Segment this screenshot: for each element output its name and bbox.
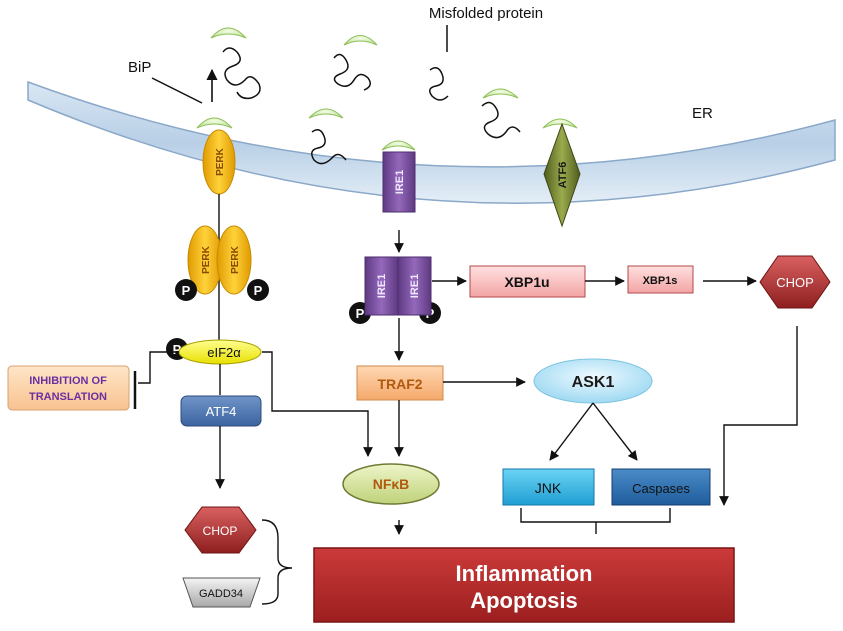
chop-left-hexagon bbox=[184, 506, 257, 554]
ire1-dimer-left bbox=[364, 256, 399, 316]
inhibition-box bbox=[7, 365, 130, 411]
atf4-box bbox=[180, 395, 262, 427]
nfkb-label: NFκB bbox=[373, 476, 410, 492]
atf6-label: ATF6 bbox=[557, 162, 569, 189]
inhibition-label-line2: TRANSLATION bbox=[29, 391, 107, 403]
perk-dimer-right bbox=[216, 225, 252, 295]
caspases-box bbox=[611, 468, 711, 506]
phospho-perk-left: P bbox=[182, 283, 191, 298]
xbp1u-box bbox=[469, 265, 586, 298]
er-label: ER bbox=[692, 105, 713, 122]
phospho-perk-right: P bbox=[254, 283, 263, 298]
atf6-receptor bbox=[543, 122, 581, 228]
chop-right-label: CHOP bbox=[776, 275, 814, 290]
ask1-label: ASK1 bbox=[572, 374, 615, 391]
xbp1u-label: XBP1u bbox=[504, 274, 549, 290]
outcome-line1: Inflammation bbox=[456, 561, 593, 586]
ire1-dimer-left-label: IRE1 bbox=[376, 274, 388, 298]
perk-label: PERK bbox=[215, 147, 226, 176]
caspases-label: Caspases bbox=[632, 481, 690, 496]
outcome-box bbox=[313, 547, 735, 623]
phospho-eif2a: P bbox=[173, 342, 182, 357]
perk-dimer-right-label: PERK bbox=[230, 245, 241, 274]
ire1-dimer-right bbox=[397, 256, 432, 316]
chop-right-hexagon bbox=[759, 255, 831, 309]
bip-icon bbox=[196, 27, 578, 151]
bip-label: BiP bbox=[128, 59, 151, 76]
eif2a-label: eIF2α bbox=[207, 345, 241, 360]
misfolded-protein-icon bbox=[222, 47, 521, 165]
traf2-label: TRAF2 bbox=[377, 376, 422, 392]
atf4-label: ATF4 bbox=[206, 404, 237, 419]
ire1-receptor bbox=[382, 151, 416, 213]
jnk-label: JNK bbox=[535, 480, 562, 496]
traf2-box bbox=[356, 365, 444, 401]
outcome-line2: Apoptosis bbox=[470, 588, 578, 613]
er-membrane bbox=[27, 80, 836, 204]
perk-dimer-left-label: PERK bbox=[201, 245, 212, 274]
chop-left-label: CHOP bbox=[203, 524, 238, 538]
xbp1s-label: XBP1s bbox=[643, 275, 678, 287]
jnk-box bbox=[502, 468, 595, 506]
ire1-label: IRE1 bbox=[394, 170, 406, 194]
phospho-ire1-left: P bbox=[356, 306, 365, 321]
inhibition-label-line1: INHIBITION OF bbox=[29, 375, 107, 387]
misfolded-protein-label: Misfolded protein bbox=[429, 5, 543, 22]
ire1-dimer-right-label: IRE1 bbox=[409, 274, 421, 298]
gadd34-shape bbox=[182, 577, 261, 608]
xbp1s-box bbox=[627, 265, 694, 294]
gadd34-label: GADD34 bbox=[199, 588, 243, 600]
nfkb-node bbox=[342, 463, 440, 505]
